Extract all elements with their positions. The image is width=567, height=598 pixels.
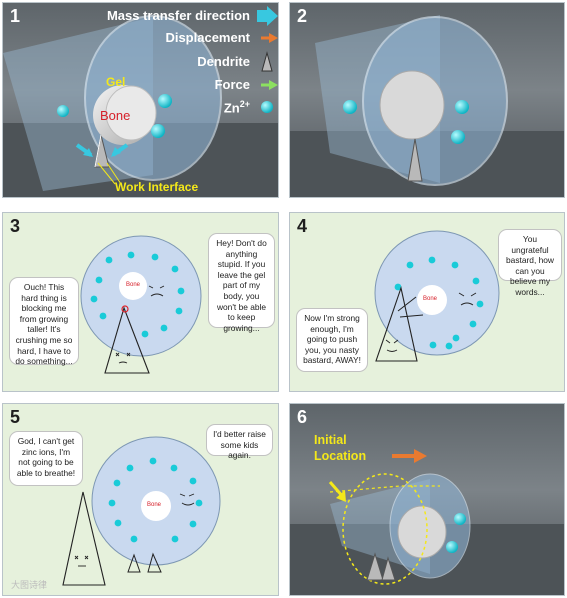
panel-1: 1 Mass transfer direction Displacement D…: [2, 2, 279, 198]
bone-rod: [379, 70, 445, 140]
disk-angry-face: [458, 292, 477, 306]
legend-zinc-ion-charge: 2+: [239, 99, 250, 109]
bone-label: Bone: [126, 282, 141, 288]
work-interface-label: Work Interface: [115, 180, 199, 194]
watermark: 大图诗律: [11, 580, 48, 590]
legend-zinc-ion: Zn2+: [224, 99, 250, 115]
panel-number: 4: [297, 216, 308, 236]
panel-2: 2: [289, 2, 565, 198]
legend-force: Force: [214, 77, 250, 92]
bone-label: Bone: [100, 108, 131, 123]
push-arm: [397, 296, 417, 312]
dendrite-cone: [375, 285, 418, 362]
dendrite: [407, 138, 423, 182]
interface-pointer: [97, 162, 116, 185]
zinc-ion: [158, 94, 172, 108]
dendrite: [366, 552, 384, 581]
disk-smiling-face: [179, 493, 195, 506]
panel-number: 2: [297, 6, 308, 26]
dendrite-face: [74, 555, 89, 567]
panel-4-illustration: [374, 230, 500, 362]
dendrite-face: [115, 352, 131, 364]
disk-worried-face: [148, 285, 165, 297]
zinc-ion-ring: [108, 457, 203, 543]
disk-speech-bubble: I'd better raise some kids again.: [206, 424, 273, 460]
dendrite-speech-bubble: Ouch! This hard thing is blocking me fro…: [9, 277, 79, 366]
dendrite: [381, 556, 396, 581]
dendrite-speech-bubble: God, I can't get zinc ions, I'm not goin…: [9, 431, 83, 486]
zinc-ion-ring: [394, 256, 484, 350]
panel-4: 4 Bone Now I'm strong enough, I'm going …: [289, 212, 565, 392]
bone-label: Bone: [423, 296, 438, 302]
disk-speech-bubble: You ungrateful bastard, how can you beli…: [498, 229, 562, 297]
contact-mark: [121, 305, 129, 313]
bone-cross-section: [141, 491, 171, 521]
dendrite-legend-icon: [261, 51, 273, 72]
panel-1-illustration: [3, 6, 278, 197]
initial-location-label: Initial Location: [314, 432, 366, 464]
panel-number: 6: [297, 407, 308, 427]
legend-mass-transfer: Mass transfer direction: [106, 8, 250, 23]
panel-5: 5 Bone God, I can't get zinc ions, I'm n…: [2, 403, 279, 596]
panel-3-illustration: [80, 235, 202, 374]
panel-number: 5: [10, 407, 21, 427]
initial-location-line1: Initial: [314, 433, 347, 447]
panel-6-illustration: [290, 449, 564, 595]
zinc-ion: [343, 100, 357, 114]
zinc-ion: [454, 513, 466, 525]
zinc-ion: [451, 130, 465, 144]
zinc-ion-ring: [90, 251, 185, 338]
panel-3: 3 Bone Ouch! This hard thing is blocking…: [2, 212, 279, 392]
zinc-ion: [151, 124, 165, 138]
bone-face: [105, 85, 157, 141]
bone-label: Bone: [147, 502, 162, 508]
legend-dendrite: Dendrite: [197, 54, 250, 69]
new-dendrite: [147, 552, 162, 573]
panel-number: 1: [10, 6, 21, 26]
panel-6: 6 Initial Location: [289, 403, 565, 596]
initial-location-outline: [342, 473, 428, 585]
zinc-ion: [446, 541, 458, 553]
dendrite-cone: [62, 491, 106, 586]
panel-number: 3: [10, 216, 21, 236]
mass-transfer-legend-icon: [257, 6, 278, 26]
new-dendrite: [127, 553, 141, 573]
dendrite-cone: [104, 306, 150, 374]
disk-speech-bubble: Hey! Don't do anything stupid. If you le…: [208, 233, 275, 333]
bone-cross-section: [417, 285, 447, 315]
zinc-ion-legend-icon: [261, 101, 273, 113]
dendrite-face: [385, 339, 399, 352]
bone-cross-section: [119, 272, 147, 300]
gel-label: Gel: [106, 75, 126, 89]
zinc-ion: [57, 105, 69, 117]
bone-rod: [397, 505, 447, 559]
zinc-ion: [455, 100, 469, 114]
legend-displacement: Displacement: [165, 30, 250, 45]
dendrite-speech-bubble: Now I'm strong enough, I'm going to push…: [296, 308, 368, 372]
panel-2-illustration: [290, 15, 564, 197]
initial-location-line2: Location: [314, 449, 367, 463]
push-arm: [399, 314, 424, 318]
legend-zinc-ion-base: Zn: [223, 100, 240, 116]
panel-5-illustration: [62, 436, 221, 586]
